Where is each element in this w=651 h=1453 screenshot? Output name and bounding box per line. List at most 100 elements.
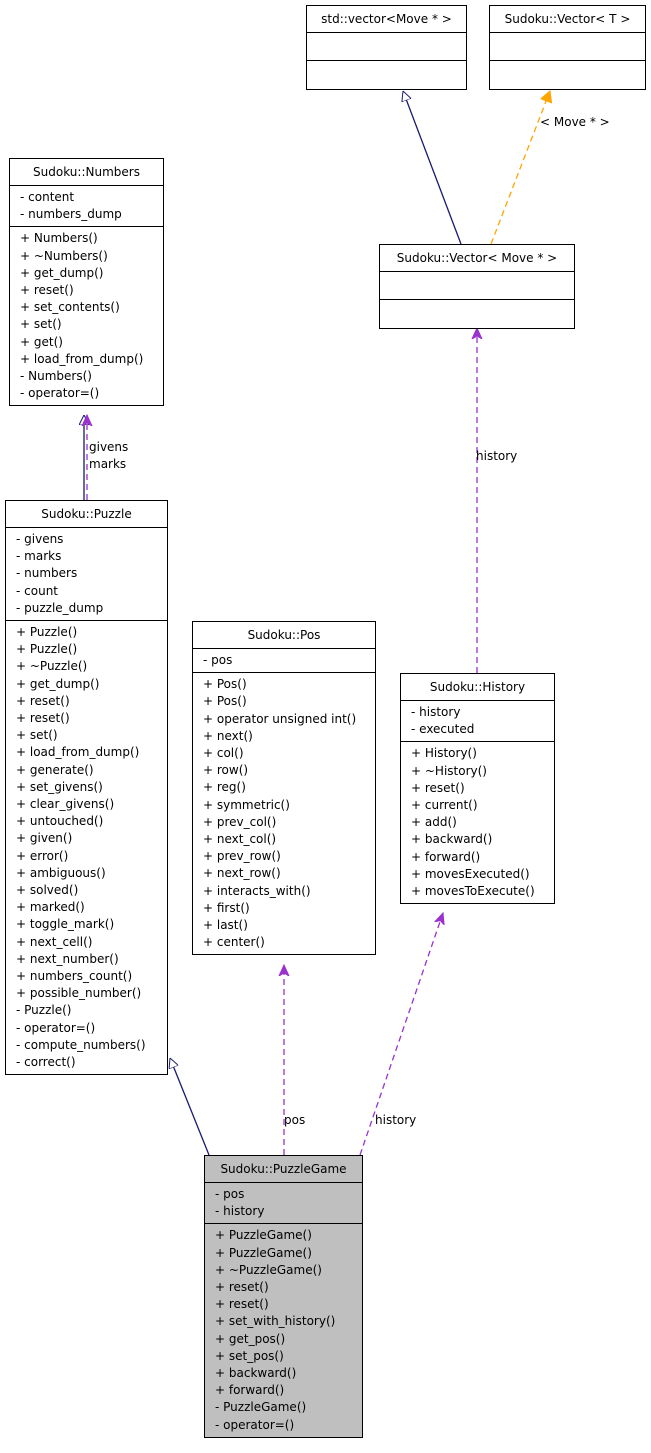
class-attribute: - count (16, 583, 58, 598)
class-method: + reset() (20, 283, 74, 298)
edge-label-pos: pos (284, 1113, 306, 1127)
class-methods (307, 61, 466, 89)
class-title: Sudoku::Pos (193, 622, 375, 649)
class-method: - operator=() (215, 1417, 295, 1432)
class-method: + reset() (16, 711, 70, 726)
class-method: + reg() (203, 780, 246, 795)
class-attribute: - history (411, 705, 461, 719)
class-attributes (490, 33, 645, 61)
class-method: + error() (16, 848, 69, 863)
edge-label-history-vector: history (476, 449, 518, 463)
class-method: + set_pos() (215, 1348, 284, 1363)
class-method: + set() (20, 317, 62, 332)
edge-puzzlegame-inherits-puzzle (170, 1058, 210, 1156)
class-method: + reset() (215, 1297, 269, 1312)
class-methods: + Pos() + Pos() + operator unsigned int() +… (193, 673, 375, 954)
class-method: + next() (203, 728, 253, 743)
class-attributes (380, 272, 574, 300)
class-title: Sudoku::PuzzleGame (205, 1156, 362, 1183)
class-method: + ~Numbers() (20, 248, 108, 263)
class-method: + movesToExecute() (411, 884, 535, 899)
class-method: + reset() (411, 780, 465, 795)
class-method: + first() (203, 900, 250, 915)
class-method: + prev_row() (203, 849, 281, 864)
class-method: + set() (16, 728, 58, 743)
class-method: + PuzzleGame() (215, 1245, 312, 1260)
class-method: + clear_givens() (16, 797, 115, 812)
class-method: + marked() (16, 900, 85, 915)
class-attribute: - content (20, 190, 75, 204)
class-attributes (307, 33, 466, 61)
class-method: + row() (203, 763, 249, 778)
class-method: + generate() (16, 762, 94, 777)
class-method: - compute_numbers() (16, 1037, 146, 1052)
class-puzzle[interactable]: Sudoku::Puzzle - givens- marks- numbers-… (5, 500, 168, 1076)
class-method: + ~Puzzle() (16, 659, 88, 674)
class-method: + set_givens() (16, 779, 103, 794)
class-method: + untouched() (16, 814, 104, 829)
class-method: + Puzzle() (16, 642, 78, 657)
class-sudoku-vector-t[interactable]: Sudoku::Vector< T > (489, 5, 646, 90)
class-methods: + PuzzleGame() + PuzzleGame() + ~PuzzleGam… (205, 1224, 362, 1436)
class-title: Sudoku::History (401, 674, 554, 701)
class-methods (380, 300, 574, 328)
class-method: + next_row() (203, 866, 281, 881)
class-numbers[interactable]: Sudoku::Numbers - content- numbers_dump … (9, 158, 164, 407)
class-method: + solved() (16, 883, 79, 898)
class-attributes: - content- numbers_dump (10, 186, 163, 228)
class-method: + reset() (215, 1280, 269, 1295)
class-title: Sudoku::Vector< Move * > (380, 245, 574, 272)
class-attribute: - executed (411, 722, 475, 737)
class-attribute: - numbers (16, 566, 78, 581)
class-attribute: - givens (16, 532, 64, 546)
class-method: + load_from_dump() (16, 745, 140, 760)
class-method: + toggle_mark() (16, 917, 115, 932)
class-method: + get() (20, 334, 63, 349)
class-method: + numbers_count() (16, 969, 133, 984)
class-method: - operator=() (16, 1020, 96, 1035)
class-history[interactable]: Sudoku::History - history- executed + Hi… (400, 673, 555, 905)
class-std-vector[interactable]: std::vector<Move * > (306, 5, 467, 90)
edge-vector-move-instantiates-vector-t (490, 91, 550, 245)
class-method: + set_with_history() (215, 1314, 336, 1329)
class-method: - Numbers() (20, 369, 92, 384)
class-method: + ~History() (411, 763, 487, 778)
class-method: + prev_col() (203, 814, 277, 829)
class-method: + backward() (215, 1366, 297, 1381)
class-attributes: - givens- marks- numbers- count- puzzle_… (6, 528, 167, 622)
class-title: Sudoku::Numbers (10, 159, 163, 186)
class-method: + ~PuzzleGame() (215, 1262, 322, 1277)
class-method: + backward() (411, 832, 493, 847)
class-attribute: - pos (215, 1187, 245, 1201)
class-attribute: - pos (203, 653, 233, 667)
class-method: + operator unsigned int() (203, 711, 357, 726)
class-method: - Puzzle() (16, 1003, 72, 1018)
class-method: + reset() (16, 693, 70, 708)
edge-vector-move-inherits-std-vector (403, 91, 462, 245)
class-method: + forward() (411, 849, 481, 864)
class-attributes: - pos (193, 649, 375, 674)
class-vector-move[interactable]: Sudoku::Vector< Move * > (379, 244, 575, 329)
class-method: + next_number() (16, 951, 119, 966)
class-methods: + History()+ ~History()+ reset()+ curren… (401, 742, 554, 903)
class-method: + forward() (215, 1383, 285, 1398)
class-pos[interactable]: Sudoku::Pos - pos + Pos()+ Pos()+ operat… (192, 621, 376, 956)
class-method: + PuzzleGame() (215, 1228, 312, 1243)
class-method: + set_contents() (20, 300, 120, 315)
class-attributes: - pos- history (205, 1183, 362, 1225)
class-attribute: - puzzle_dump (16, 600, 104, 615)
edge-label-givens: givens (89, 440, 129, 454)
class-method: + next_cell() (16, 934, 93, 949)
class-method: - correct() (16, 1055, 76, 1070)
class-method: + get_dump() (16, 676, 100, 691)
class-method: + center() (203, 935, 265, 950)
class-method: + Pos() (203, 694, 247, 709)
class-method: + Pos() (203, 677, 247, 692)
edge-puzzlegame-uses-history (359, 913, 443, 1156)
class-method: - PuzzleGame() (215, 1400, 307, 1415)
class-method: + Numbers() (20, 231, 98, 246)
class-puzzlegame[interactable]: Sudoku::PuzzleGame - pos- history + Puzz… (204, 1155, 363, 1438)
class-title: Sudoku::Puzzle (6, 501, 167, 528)
class-method: + add() (411, 815, 457, 830)
